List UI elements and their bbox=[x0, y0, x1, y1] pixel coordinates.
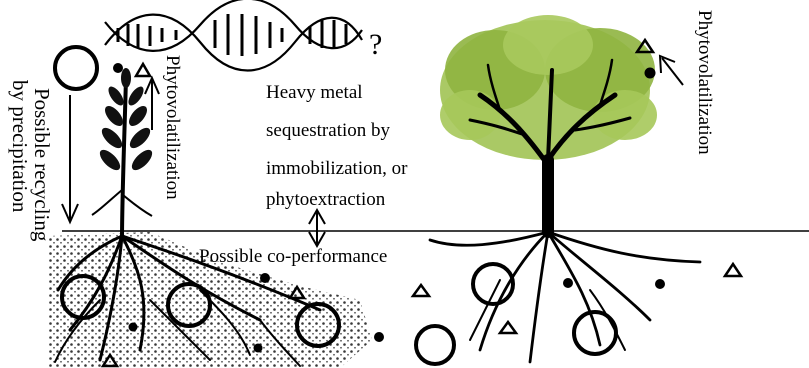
metal-triangle-icon bbox=[136, 64, 150, 76]
metal-open-circle-icon bbox=[574, 312, 616, 354]
phyto-right-label: Phytovolatilization bbox=[695, 10, 714, 155]
phyto-right-arrow-icon bbox=[660, 56, 683, 85]
heavy-metal-label-line-1: Heavy metal bbox=[266, 83, 363, 102]
heavy-metal-label-line-3: immobilization, or bbox=[266, 159, 407, 178]
question-mark: ? bbox=[369, 30, 382, 60]
metal-dot-icon bbox=[655, 279, 665, 289]
co-performance-label: Possible co-performance bbox=[199, 247, 387, 266]
dna-helix-icon bbox=[105, 0, 362, 71]
heavy-metal-label-line-2: sequestration by bbox=[266, 121, 390, 140]
heavy-metal-label-line-4: phytoextraction bbox=[266, 190, 385, 209]
recycling-arrow-icon bbox=[62, 95, 78, 222]
co-performance-arrow-icon bbox=[309, 210, 325, 246]
metal-triangle-icon bbox=[413, 285, 429, 296]
phyto-left-label: Phytovolatilization bbox=[163, 55, 182, 200]
metal-dot-icon bbox=[645, 68, 656, 79]
metal-triangle-icon bbox=[500, 322, 516, 333]
metal-triangle-icon bbox=[725, 264, 741, 276]
phyto-left-arrow-icon bbox=[145, 78, 159, 130]
metal-dot-icon bbox=[374, 332, 384, 342]
recycling-label-line-1: Possible recycling bbox=[31, 88, 52, 241]
metal-dot-icon bbox=[563, 278, 573, 288]
metal-open-circle-icon bbox=[416, 326, 454, 364]
right-roots bbox=[430, 232, 700, 362]
metal-dot-icon bbox=[113, 63, 123, 73]
metal-dot-icon bbox=[260, 273, 270, 283]
metal-dot-icon bbox=[129, 323, 138, 332]
recycling-label-line-2: by precipitation bbox=[9, 80, 30, 212]
metal-dot-icon bbox=[254, 344, 263, 353]
metal-open-circle-icon bbox=[55, 47, 97, 89]
